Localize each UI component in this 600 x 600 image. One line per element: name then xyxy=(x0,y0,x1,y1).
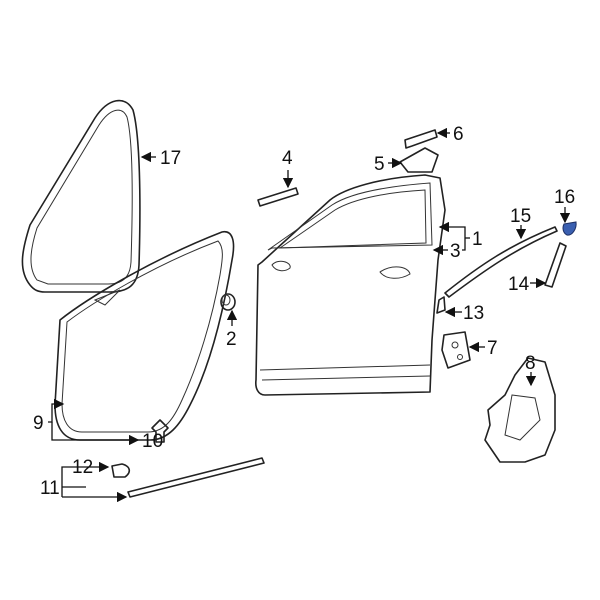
part-10-clip[interactable] xyxy=(151,419,169,443)
part-16-clip[interactable] xyxy=(562,221,577,236)
part-12-clip[interactable] xyxy=(111,463,131,478)
part-7-latch[interactable] xyxy=(441,331,471,369)
callout-8: 8 xyxy=(525,353,536,374)
part-9-door-opening-seal[interactable] xyxy=(54,231,235,441)
part-11-rocker-strip[interactable] xyxy=(127,457,265,498)
callout-10: 10 xyxy=(142,431,163,452)
leader-lines xyxy=(48,127,571,503)
callout-15: 15 xyxy=(510,206,531,227)
callout-11: 11 xyxy=(40,478,60,499)
callout-1: 1 xyxy=(472,229,483,250)
part-13-cover[interactable] xyxy=(436,296,446,314)
callout-5: 5 xyxy=(374,154,385,175)
part-2-bumper[interactable] xyxy=(220,293,236,311)
part-8-service-cover[interactable] xyxy=(484,357,556,463)
door-shell xyxy=(255,174,446,396)
callout-9: 9 xyxy=(33,413,44,434)
callout-16: 16 xyxy=(554,187,575,208)
callout-7: 7 xyxy=(487,338,498,359)
callout-4: 4 xyxy=(282,148,293,169)
callout-2: 2 xyxy=(226,329,237,350)
callout-13: 13 xyxy=(463,303,484,324)
part-4-handle[interactable] xyxy=(257,187,299,207)
part-6-hinge[interactable] xyxy=(404,129,438,149)
callout-17: 17 xyxy=(160,148,181,169)
callout-6: 6 xyxy=(453,124,464,145)
part-14-applique[interactable] xyxy=(544,242,567,288)
part-17-window-frame-seal[interactable] xyxy=(21,99,141,293)
part-5-check[interactable] xyxy=(399,147,439,173)
callout-12: 12 xyxy=(72,457,93,478)
callout-3: 3 xyxy=(450,241,461,262)
part-15-belt-moulding[interactable] xyxy=(444,226,558,298)
callout-14: 14 xyxy=(508,274,530,295)
